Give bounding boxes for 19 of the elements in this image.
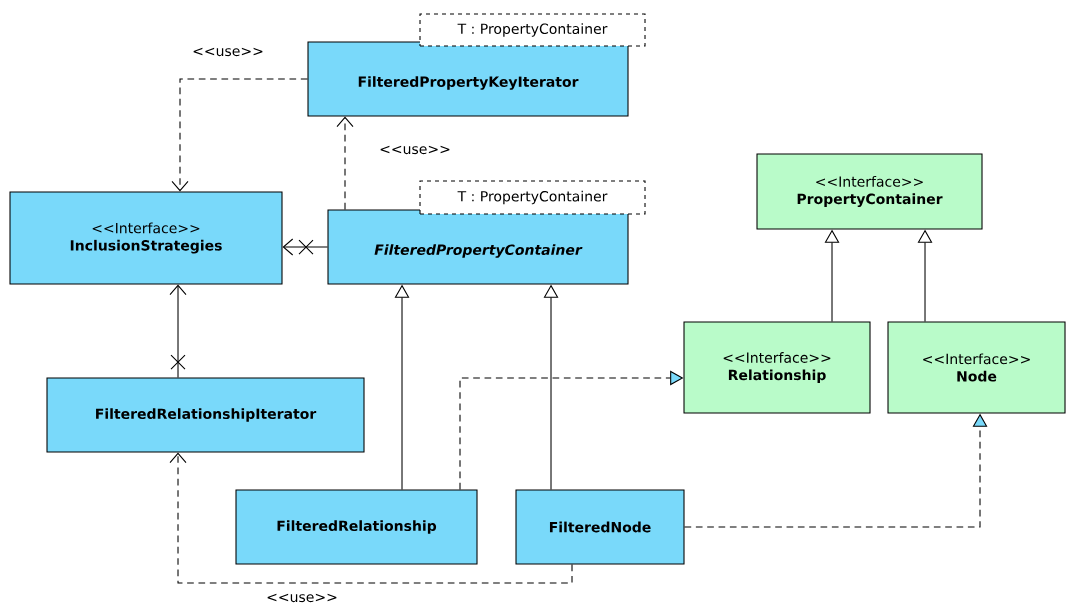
class-box: FilteredPropertyContainer <box>327 209 629 285</box>
template-parameter-box: T : PropertyContainer <box>419 180 646 215</box>
edge-label: <<use>> <box>190 46 266 58</box>
class-box: <<Interface>> PropertyContainer <box>756 153 983 230</box>
class-box: FilteredRelationshipIterator <box>46 377 365 453</box>
edge-label: <<use>> <box>264 592 340 604</box>
class-box: FilteredPropertyKeyIterator <box>307 41 629 117</box>
class-box: FilteredNode <box>515 489 685 565</box>
class-box: <<Interface>> Node <box>887 321 1066 414</box>
template-parameter-box: T : PropertyContainer <box>419 13 646 47</box>
class-box: FilteredRelationship <box>235 489 478 565</box>
dependency-arrow <box>171 78 308 192</box>
class-box: <<Interface>> Relationship <box>683 321 871 414</box>
dependency-arrow <box>336 116 354 210</box>
edge-label: <<use>> <box>377 144 453 156</box>
dependency-arrow <box>169 452 573 584</box>
association-arrow <box>169 284 187 378</box>
class-box: <<Interface>> InclusionStrategies <box>9 191 283 285</box>
association-arrow <box>282 238 328 256</box>
